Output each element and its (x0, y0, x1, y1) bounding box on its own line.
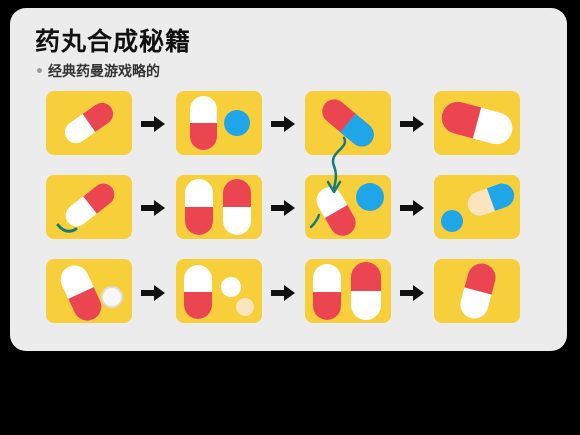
subtitle-text: 经典药曼游戏略的 (47, 64, 160, 80)
bullet-icon: • (35, 64, 44, 80)
pill-and-small-balls-icon (184, 265, 254, 319)
merge-trail-icon (326, 136, 347, 194)
arrow-right-icon (400, 116, 424, 132)
arrow-right-icon (271, 200, 295, 216)
tile-r1-1 (46, 91, 132, 155)
arrow-r1-3 (399, 115, 425, 133)
arrow-r1-1 (140, 115, 166, 133)
tile-r1-2 (176, 91, 262, 155)
arrow-right-icon (271, 285, 295, 301)
red-white-pill-icon (460, 263, 496, 319)
arrow-r2-3 (399, 199, 425, 217)
arrow-r2-1 (140, 199, 166, 217)
arrow-right-icon (271, 116, 295, 132)
arrow-right-icon (141, 200, 165, 216)
arrow-right-icon (141, 116, 165, 132)
arrow-r2-2 (270, 199, 296, 217)
tile-r2-1 (46, 175, 132, 239)
arrow-right-icon (400, 200, 424, 216)
arrow-r3-2 (270, 284, 296, 302)
tile-r3-1 (46, 259, 132, 323)
tile-r1-3 (305, 91, 391, 155)
arrow-r3-1 (140, 284, 166, 302)
page-title: 药丸合成秘籍 (35, 27, 192, 56)
tile-r3-2 (176, 259, 262, 323)
tile-r2-2 (176, 175, 262, 239)
arrow-r1-2 (270, 115, 296, 133)
page-subtitle: •经典药曼游戏略的 (35, 61, 160, 81)
red-blue-pill-icon (322, 99, 374, 147)
red-white-pill-icon (64, 102, 114, 144)
pill-and-blue-ball-icon (309, 183, 384, 236)
pill-and-white-ball-icon (60, 265, 123, 321)
pill-and-blue-ball-icon (190, 96, 250, 150)
tile-r2-3 (305, 175, 391, 239)
tile-r2-4 (434, 175, 520, 239)
arrow-right-icon (141, 285, 165, 301)
large-pill-icon (441, 101, 513, 145)
blue-cream-pill-icon (441, 183, 515, 232)
tile-r3-3 (305, 259, 391, 323)
tile-r3-4 (434, 259, 520, 323)
two-pills-icon (185, 179, 251, 235)
tile-r1-4 (434, 91, 520, 155)
pill-with-motion-icon (56, 183, 115, 233)
arrow-r3-3 (399, 284, 425, 302)
arrow-right-icon (400, 285, 424, 301)
two-pills-icon (313, 262, 381, 320)
